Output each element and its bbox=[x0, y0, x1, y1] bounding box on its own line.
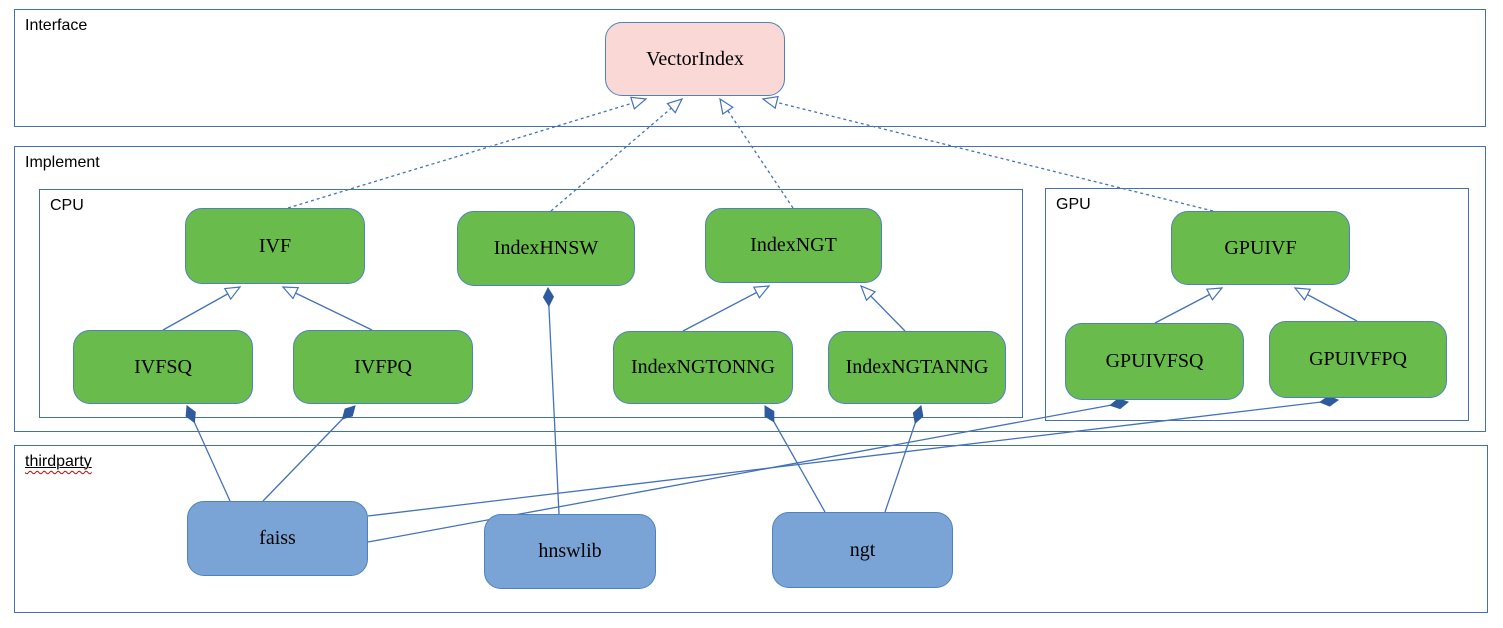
node-indexhnsw-label: IndexHNSW bbox=[493, 237, 599, 259]
cpu-label: CPU bbox=[50, 197, 84, 214]
node-indexngtonng-label: IndexNGTONNG bbox=[630, 356, 776, 378]
edge-gpuivfsq-gpuivf bbox=[1154, 287, 1224, 324]
node-indexhnsw: IndexHNSW bbox=[457, 211, 635, 286]
thirdparty-label-text: thirdparty bbox=[25, 453, 92, 470]
interface-container: Interface bbox=[14, 9, 1486, 127]
edge-faiss-ivfpq bbox=[262, 405, 356, 502]
edge-ivfpq-ivf bbox=[281, 286, 373, 331]
node-ivfsq-label: IVFSQ bbox=[134, 355, 192, 378]
edge-gpuivf-vectorindex bbox=[761, 95, 1214, 212]
edge-faiss-gpuivfpq bbox=[367, 395, 1340, 517]
edge-indexhnsw-vectorindex bbox=[550, 98, 684, 212]
thirdparty-container: thirdparty bbox=[14, 445, 1488, 613]
node-ivfpq-label: IVFPQ bbox=[354, 355, 412, 378]
gpu-container: GPU bbox=[1045, 188, 1469, 421]
node-gpuivfsq: GPUIVFSQ bbox=[1065, 323, 1244, 400]
node-gpuivfpq: GPUIVFPQ bbox=[1269, 321, 1447, 398]
edge-hnswlib-indexhnsw bbox=[542, 286, 560, 515]
node-vectorindex: VectorIndex bbox=[605, 22, 785, 96]
edge-ngt-indexngtanng bbox=[884, 405, 924, 513]
interface-label: Interface bbox=[25, 17, 88, 34]
edge-indexngtonng-indexngt bbox=[682, 285, 771, 332]
node-ivf: IVF bbox=[185, 208, 365, 284]
implement-container: Implement bbox=[14, 146, 1486, 432]
node-indexngtonng: IndexNGTONNG bbox=[613, 331, 793, 404]
node-vectorindex-label: VectorIndex bbox=[646, 47, 744, 70]
node-faiss-label: faiss bbox=[259, 527, 296, 549]
node-ivfsq: IVFSQ bbox=[73, 330, 253, 404]
node-ivf-label: IVF bbox=[258, 234, 292, 257]
node-ivfpq: IVFPQ bbox=[293, 330, 473, 404]
edge-gpuivfpq-gpuivf bbox=[1293, 287, 1358, 322]
gpu-label: GPU bbox=[1056, 196, 1091, 213]
node-gpuivf-label: GPUIVF bbox=[1224, 236, 1297, 259]
node-gpuivf: GPUIVF bbox=[1171, 211, 1350, 285]
edge-indexngtanng-indexngt bbox=[859, 284, 906, 332]
edge-faiss-ivfsq bbox=[185, 405, 231, 502]
node-faiss: faiss bbox=[187, 501, 368, 576]
edge-ivf-vectorindex bbox=[287, 96, 648, 209]
edge-indexngt-vectorindex bbox=[719, 97, 794, 209]
node-ngt-label: ngt bbox=[849, 538, 876, 561]
node-indexngtanng-label: IndexNGTANNG bbox=[845, 356, 989, 378]
node-indexngtanng: IndexNGTANNG bbox=[828, 331, 1006, 404]
implement-label: Implement bbox=[25, 154, 100, 171]
node-hnswlib-label: hnswlib bbox=[538, 540, 602, 562]
node-gpuivfsq-label: GPUIVFSQ bbox=[1105, 350, 1204, 372]
edge-ngt-indexngtonng bbox=[764, 405, 826, 513]
thirdparty-label: thirdparty bbox=[25, 453, 92, 471]
node-indexngt-label: IndexNGT bbox=[750, 234, 837, 256]
cpu-container: CPU bbox=[39, 189, 1023, 418]
node-gpuivfpq-label: GPUIVFPQ bbox=[1309, 348, 1407, 370]
node-ngt: ngt bbox=[772, 512, 953, 588]
node-indexngt: IndexNGT bbox=[705, 208, 882, 283]
edge-faiss-gpuivfsq bbox=[367, 398, 1130, 543]
edge-ivfsq-ivf bbox=[162, 286, 242, 331]
node-hnswlib: hnswlib bbox=[484, 514, 656, 589]
